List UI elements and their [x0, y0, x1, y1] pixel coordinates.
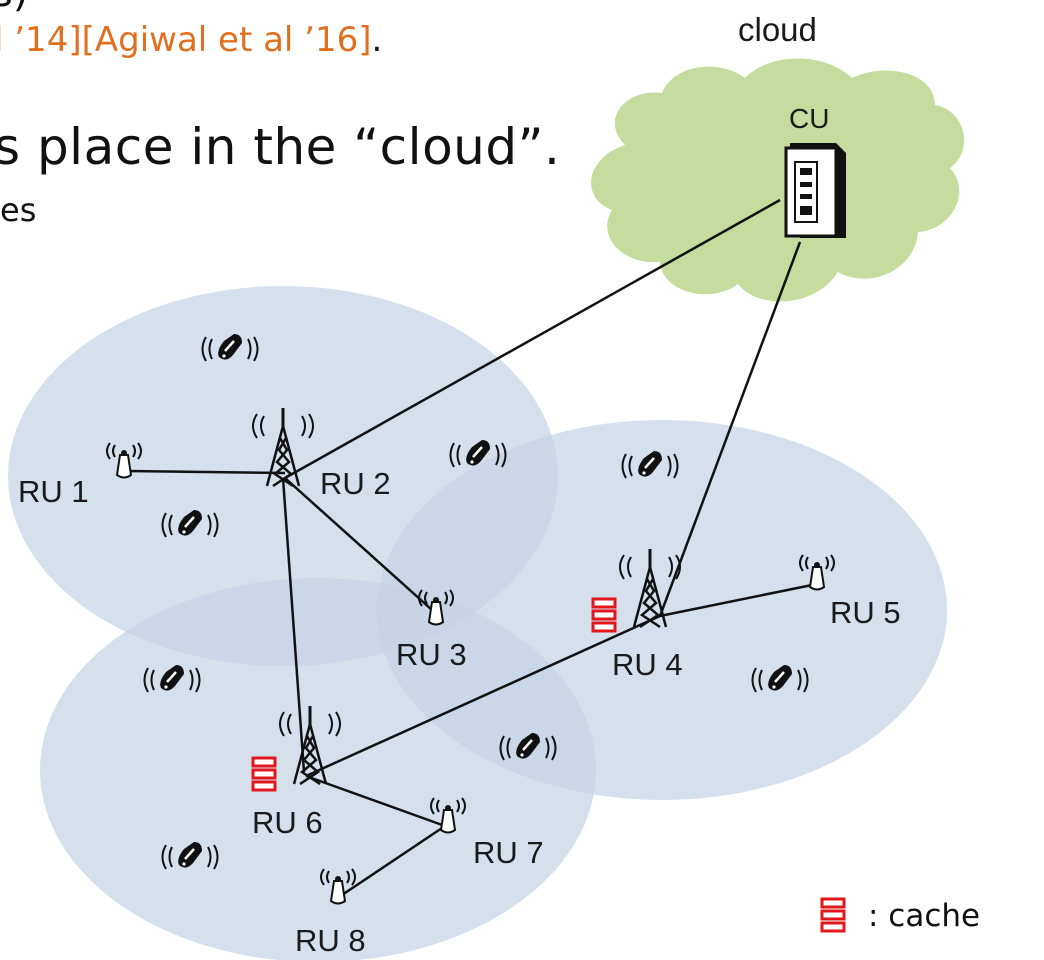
- cache-icon: [820, 897, 846, 933]
- link-ru7-ru8: [338, 824, 446, 899]
- network-links: [123, 198, 813, 899]
- legend: : cache: [820, 897, 980, 934]
- cloud-label: cloud: [738, 11, 817, 48]
- link-ru6-ru7: [305, 774, 446, 828]
- cu-server-icon: [784, 143, 846, 238]
- link-ru2-ru3: [284, 477, 433, 611]
- ru-label-1: RU 1: [18, 474, 89, 509]
- ru-label-8: RU 8: [295, 923, 366, 958]
- link-ru4-ru6: [305, 614, 661, 778]
- ru-label-3: RU 3: [396, 637, 467, 672]
- ru-label-5: RU 5: [830, 595, 901, 630]
- link-ru1-ru2: [123, 469, 286, 475]
- cloud-shape: [591, 58, 965, 302]
- reference-period: .: [371, 20, 383, 60]
- cu-label: CU: [789, 103, 829, 134]
- coverage-cell-3: [40, 578, 596, 960]
- slide-text-top: s): [0, 0, 28, 16]
- reference-line: l ’14][Agiwal et al ’16].: [0, 20, 382, 60]
- legend-label: : cache: [868, 898, 980, 934]
- cache-icon: [251, 756, 277, 792]
- ru-label-6: RU 6: [252, 805, 323, 840]
- ru-label-7: RU 7: [473, 835, 544, 870]
- cache-icon: [591, 597, 617, 633]
- link-ru2-ru6: [281, 477, 306, 773]
- reference-citation: l ’14][Agiwal et al ’16]: [0, 20, 372, 60]
- ru-label-4: RU 4: [612, 647, 683, 682]
- ru-label-2: RU 2: [320, 466, 391, 501]
- slide-text-main: s place in the “cloud”.: [0, 118, 561, 176]
- link-cu-ru2: [284, 198, 781, 480]
- slide-text-sub: es: [0, 191, 37, 229]
- link-cu-ru4: [658, 241, 802, 617]
- link-ru4-ru5: [659, 583, 813, 618]
